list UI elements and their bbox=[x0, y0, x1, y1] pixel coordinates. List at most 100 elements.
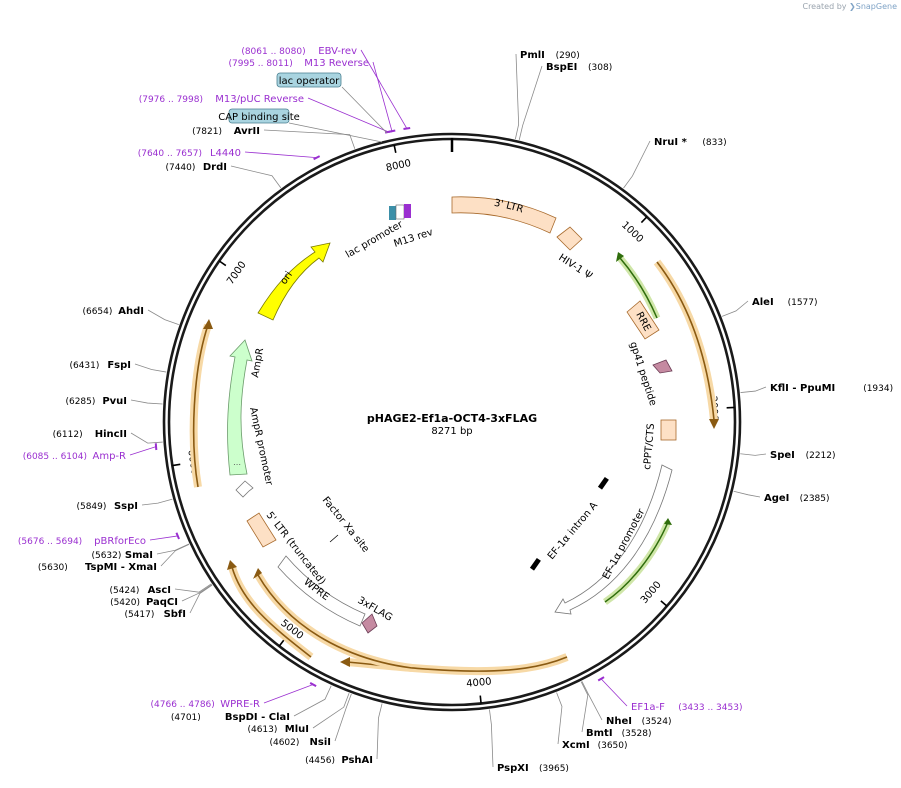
enzyme-leader bbox=[160, 543, 190, 567]
primer[interactable]: EF1a-F(3433 .. 3453) bbox=[631, 702, 742, 713]
enzyme-position: (5630) bbox=[38, 563, 68, 573]
enzyme-name: TspMI - XmaI bbox=[85, 562, 157, 573]
enzyme-site[interactable]: NheI(3524) bbox=[606, 716, 672, 727]
primer[interactable]: pBRforEco(5676 .. 5694) bbox=[18, 536, 146, 547]
enzyme-site[interactable]: SbfI(5417) bbox=[124, 609, 186, 620]
primer-mark bbox=[175, 532, 180, 540]
enzyme-site[interactable]: AleI(1577) bbox=[752, 297, 818, 308]
enzyme-name: NsiI bbox=[310, 737, 331, 748]
primer[interactable]: M13/pUC Reverse(7976 .. 7998) bbox=[139, 94, 304, 105]
tick-mark bbox=[479, 695, 482, 704]
enzyme-leader bbox=[334, 693, 352, 742]
primer[interactable]: WPRE-R(4766 .. 4786) bbox=[151, 699, 261, 710]
primer[interactable]: L4440 (7640 .. 7657) bbox=[138, 148, 241, 159]
primer-range: (6085 .. 6104) bbox=[23, 452, 87, 462]
primer-leader bbox=[600, 678, 628, 707]
enzyme-position: (7821) bbox=[192, 127, 222, 137]
enzyme-site[interactable]: SpeI(2212) bbox=[770, 450, 836, 461]
enzyme-position: (7440) bbox=[165, 163, 195, 173]
enzyme-site[interactable]: NruI * (833) bbox=[654, 137, 727, 148]
feature-ef1a-intron[interactable]: EF-1α intron A bbox=[529, 476, 609, 571]
enzyme-site[interactable]: AscI (5424) bbox=[109, 585, 171, 596]
tick-mark bbox=[640, 216, 648, 224]
enzyme-site[interactable]: PmlI (290) bbox=[520, 50, 580, 61]
primer-leader bbox=[360, 49, 408, 129]
enzyme-leader bbox=[147, 309, 179, 326]
tick-label: 7000 bbox=[225, 260, 249, 287]
enzyme-site[interactable]: AgeI(2385) bbox=[764, 493, 830, 504]
credit-text: Created by bbox=[802, 2, 847, 11]
primer-leader bbox=[307, 97, 389, 133]
primer-layer: EBV-rev(8061 .. 8080)M13 Reverse(7995 ..… bbox=[18, 46, 743, 713]
enzyme-site[interactable]: PvuI(6285) bbox=[65, 396, 127, 407]
primer-range: (7976 .. 7998) bbox=[139, 95, 203, 105]
primer[interactable]: EBV-rev(8061 .. 8080) bbox=[241, 46, 357, 57]
feature-rre[interactable]: RRE bbox=[626, 300, 660, 340]
enzyme-position: (5424) bbox=[109, 586, 139, 596]
enzyme-name: DrdI bbox=[203, 162, 227, 173]
tick-marks bbox=[172, 144, 735, 704]
enzyme-position: (5632) bbox=[91, 551, 121, 561]
enzyme-site[interactable]: BspDI - ClaI(4701) bbox=[171, 712, 290, 723]
enzyme-position: (308) bbox=[588, 63, 612, 73]
enzyme-site[interactable]: AvrII(7821) bbox=[192, 126, 260, 137]
feature-lac-promoter[interactable]: lac promoter M13 rev bbox=[344, 204, 435, 261]
enzyme-site[interactable]: MluI(4613) bbox=[247, 724, 309, 735]
enzyme-site[interactable]: PspXI(3965) bbox=[497, 763, 569, 774]
enzyme-name: BspEI bbox=[546, 62, 577, 73]
primer[interactable]: Amp-R(6085 .. 6104) bbox=[23, 451, 126, 462]
feature-cppt-label: cPPT/CTS bbox=[642, 423, 657, 470]
enzyme-position: (6431) bbox=[69, 361, 99, 371]
tick-label: 8000 bbox=[385, 158, 412, 174]
enzyme-site[interactable]: PaqCI(5420) bbox=[110, 597, 178, 608]
enzyme-name: FspI bbox=[107, 360, 131, 371]
enzyme-site[interactable]: NsiI(4602) bbox=[269, 737, 331, 748]
enzyme-site[interactable]: FspI (6431) bbox=[69, 360, 131, 371]
primer-range: (8061 .. 8080) bbox=[241, 47, 305, 57]
primer-leader bbox=[149, 535, 178, 541]
cap-binding-site[interactable]: CAP binding site bbox=[218, 108, 383, 143]
enzyme-leader bbox=[312, 692, 350, 729]
enzyme-name: SspI bbox=[114, 501, 138, 512]
ampr-dots: ⋯ bbox=[233, 460, 241, 469]
enzyme-site[interactable]: BmtI(3528) bbox=[586, 728, 652, 739]
enzyme-position: (1577) bbox=[788, 298, 818, 308]
enzyme-name: MluI bbox=[285, 724, 309, 735]
primer-mark bbox=[403, 126, 411, 130]
enzyme-position: (833) bbox=[702, 138, 726, 148]
lac-operator[interactable]: lac operator bbox=[276, 72, 388, 134]
enzyme-site[interactable]: DrdI (7440) bbox=[165, 162, 227, 173]
primer-leader bbox=[244, 151, 317, 159]
primer-name: L4440 bbox=[210, 148, 241, 159]
enzyme-position: (3528) bbox=[622, 729, 652, 739]
feature-ampr[interactable]: ⋯ AmpR bbox=[227, 339, 267, 476]
enzyme-position: (4456) bbox=[305, 756, 335, 766]
enzyme-position: (5849) bbox=[76, 502, 106, 512]
feature-cppt[interactable]: cPPT/CTS bbox=[642, 419, 677, 470]
enzyme-name: NruI * bbox=[654, 137, 688, 148]
enzyme-site[interactable]: SmaI(5632) bbox=[91, 550, 153, 561]
enzyme-name: AscI bbox=[148, 585, 171, 596]
feature-hiv-psi[interactable]: HIV-1 Ψ bbox=[556, 226, 594, 282]
primer-range: (7640 .. 7657) bbox=[138, 149, 202, 159]
enzyme-site[interactable]: KflI - PpuMI(1934) bbox=[770, 383, 893, 394]
enzyme-site[interactable]: BspEI (308) bbox=[546, 62, 612, 73]
enzyme-site[interactable]: SspI (5849) bbox=[76, 501, 138, 512]
primer[interactable]: M13 Reverse(7995 .. 8011) bbox=[229, 58, 369, 69]
enzyme-site[interactable]: PshAI(4456) bbox=[305, 755, 373, 766]
enzyme-name: PmlI bbox=[520, 50, 545, 61]
enzyme-position: (290) bbox=[556, 51, 580, 61]
enzyme-site[interactable]: HincII(6112) bbox=[53, 429, 127, 440]
feature-ori[interactable]: ori bbox=[257, 242, 331, 321]
tick-mark bbox=[172, 463, 181, 467]
feature-3ltr[interactable]: 3' LTR bbox=[451, 196, 557, 234]
primer-name: M13 Reverse bbox=[304, 58, 369, 69]
enzyme-site[interactable]: XcmI(3650) bbox=[562, 740, 628, 751]
credit-brand: SnapGene bbox=[855, 2, 897, 11]
enzyme-site[interactable]: TspMI - XmaI (5630) bbox=[38, 562, 157, 573]
enzyme-name: SbfI bbox=[164, 609, 186, 620]
enzyme-leader bbox=[130, 399, 163, 405]
feature-gp41[interactable]: gp41 peptide bbox=[627, 341, 673, 408]
feature-factor-xa[interactable]: Factor Xa site bbox=[320, 495, 371, 555]
enzyme-site[interactable]: AhdI(6654) bbox=[82, 306, 144, 317]
